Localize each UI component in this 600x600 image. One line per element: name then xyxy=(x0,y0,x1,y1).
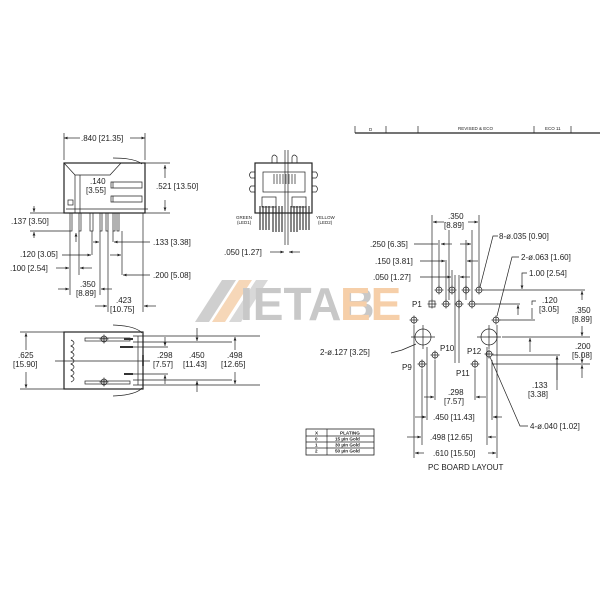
table-cell: 30 µin Gold xyxy=(335,443,360,448)
title-cell-eco: ECO 11 xyxy=(545,126,561,131)
led1-label: (LED1) xyxy=(237,220,252,225)
dim-pcb-span-in: .350 xyxy=(448,212,464,221)
led-green-label: GREEN xyxy=(236,215,252,220)
dim-side-d3-mm: [8.89] xyxy=(76,289,96,298)
dim-pcb-v3-in: .200 xyxy=(575,342,591,351)
dim-bottom-d3-in: .498 xyxy=(227,351,243,360)
note-holes-a: 8-ø.035 [0.90] xyxy=(499,232,549,241)
table-cell: 50 µin Gold xyxy=(335,449,360,454)
dim-side-inner-mm: [3.55] xyxy=(86,186,106,195)
dim-pcb-row-pitch: 1.00 [2.54] xyxy=(529,269,567,278)
table-header-plating: PLATING xyxy=(340,431,360,436)
dim-bottom-d1-mm: [7.57] xyxy=(153,360,173,369)
pin-label-p12: P12 xyxy=(467,347,482,356)
dim-pcb-v3-mm: [5.08] xyxy=(572,351,592,360)
dim-pcb-h3: .050 [1.27] xyxy=(373,273,411,282)
dim-pcb-span-mm: [8.89] xyxy=(444,221,464,230)
note-holes-b: 2-ø.063 [1.60] xyxy=(521,253,571,262)
table-header-x: X xyxy=(315,431,319,436)
dim-pcb-v1-in: .120 xyxy=(542,296,558,305)
dim-bottom-d2-mm: [11.43] xyxy=(183,360,207,369)
dim-side-width: .840 [21.35] xyxy=(81,134,123,143)
table-cell: 15 µin Gold xyxy=(335,437,360,442)
dim-side-pin-height: .137 [3.50] xyxy=(11,217,49,226)
dim-bottom-d3-mm: [12.65] xyxy=(221,360,245,369)
dim-bottom-d2-in: .450 xyxy=(189,351,205,360)
bottom-view: .625 [15.90] .298 [7.57] .450 [11.43] .4… xyxy=(13,324,260,397)
title-cell-desc: REVISED & ECO xyxy=(458,126,494,131)
pin-label-p1: P1 xyxy=(412,300,422,309)
dim-pcb-h1: .250 [6.35] xyxy=(370,240,408,249)
led-yellow-label: YELLOW xyxy=(316,215,336,220)
dim-side-d2: .100 [2.54] xyxy=(10,264,48,273)
dim-pcb-v4-mm: [3.38] xyxy=(528,390,548,399)
dim-side-inner-in: .140 xyxy=(90,177,106,186)
dim-pcb-w1-in: .298 xyxy=(448,388,464,397)
pin-label-p10: P10 xyxy=(440,344,455,353)
dim-bottom-width-mm: [15.90] xyxy=(13,360,37,369)
pcb-layout: P1 P9 P10 P11 P12 .350 [8.89] .250 [6.35… xyxy=(320,212,592,472)
front-view: GREEN (LED1) YELLOW (LED2) .050 [1.27] xyxy=(224,150,336,257)
dim-pcb-h2: .150 [3.81] xyxy=(375,257,413,266)
dim-side-d3-in: .350 xyxy=(80,280,96,289)
dim-pcb-v1-mm: [3.05] xyxy=(539,305,559,314)
pcb-layout-title: PC BOARD LAYOUT xyxy=(428,463,504,472)
table-cell: 1 xyxy=(315,443,318,448)
table-cell: 2 xyxy=(315,449,318,454)
pin-label-p11: P11 xyxy=(456,369,470,378)
dim-side-d1: .120 [3.05] xyxy=(20,250,58,259)
dim-pcb-v2-in: .350 xyxy=(575,306,591,315)
dim-bottom-width-in: .625 xyxy=(18,351,34,360)
led2-label: (LED2) xyxy=(318,220,333,225)
pin-p1-square xyxy=(427,299,437,309)
dim-side-d4-in: .423 xyxy=(116,296,132,305)
plating-table: X PLATING 0 15 µin Gold 1 30 µin Gold 2 … xyxy=(305,428,375,456)
dim-pcb-w1-mm: [7.57] xyxy=(444,397,464,406)
note-mount-holes: 2-ø.127 [3.25] xyxy=(320,348,370,357)
watermark: IETAB EE xyxy=(195,278,401,330)
watermark-gray-text: IETAB xyxy=(240,278,375,330)
dim-pcb-w2: .450 [11.43] xyxy=(433,413,475,422)
dim-pcb-w3: .498 [12.65] xyxy=(430,433,472,442)
note-led-holes: 4-ø.040 [1.02] xyxy=(530,422,580,431)
table-cell: 0 xyxy=(315,437,318,442)
dim-side-height: .521 [13.50] xyxy=(156,182,198,191)
pin-label-p9: P9 xyxy=(402,363,412,372)
side-view: .840 [21.35] .521 [13.50] .140 [3.55] .1… xyxy=(10,133,198,314)
dim-side-d5: .133 [3.38] xyxy=(153,238,191,247)
dim-pcb-v4-in: .133 xyxy=(532,381,548,390)
dim-side-d4-mm: [10.75] xyxy=(110,305,134,314)
dim-side-d6: .200 [5.08] xyxy=(153,271,191,280)
title-cell-rev: D xyxy=(369,127,373,132)
title-block: D REVISED & ECO ECO 11 xyxy=(354,126,600,134)
dim-pcb-v2-mm: [8.89] xyxy=(572,315,592,324)
watermark-orange-text: EE xyxy=(340,278,401,330)
dim-front-pitch: .050 [1.27] xyxy=(224,248,262,257)
dim-pcb-w4: .610 [15.50] xyxy=(433,449,475,458)
dim-bottom-d1-in: .298 xyxy=(157,351,173,360)
